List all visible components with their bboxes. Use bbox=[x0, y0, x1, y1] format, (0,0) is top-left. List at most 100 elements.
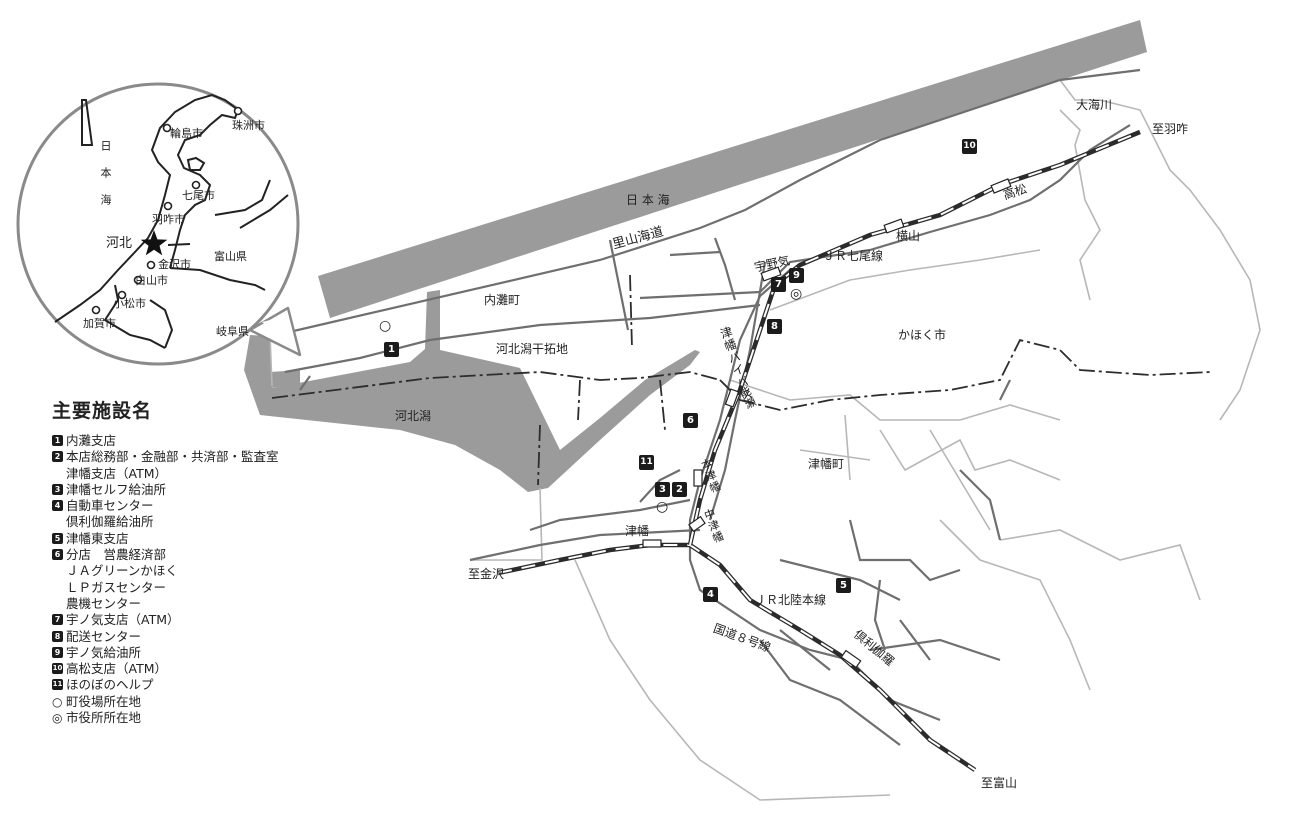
legend-text: 自動車センター倶利伽羅給油所 bbox=[66, 498, 154, 531]
legend-line: 津幡東支店 bbox=[66, 530, 129, 546]
facility-marker-7[interactable]: 7 bbox=[771, 277, 786, 292]
legend-line: 津幡支店（ATM） bbox=[66, 465, 168, 481]
inset-kanazawa-label: 金沢市 bbox=[158, 258, 191, 271]
legend-symbol-text: 市役所所在地 bbox=[66, 710, 142, 726]
tsubata-town-label: 津幡町 bbox=[808, 457, 845, 471]
nanao-line-label: ＪＲ七尾線 bbox=[823, 249, 884, 263]
legend-line: 配送センター bbox=[66, 628, 142, 644]
station-tsubata-label: 津幡 bbox=[625, 524, 650, 538]
legend-badge: 10 bbox=[52, 663, 63, 675]
legend-text: 内灘支店 bbox=[66, 433, 116, 449]
inset-nanao-label: 七尾市 bbox=[182, 189, 215, 202]
inset-hakusan-label: 白山市 bbox=[135, 274, 168, 287]
kahoku-city-label: かほく市 bbox=[898, 328, 947, 342]
legend-line: 自動車センター bbox=[66, 498, 154, 514]
facility-marker-6[interactable]: 6 bbox=[683, 413, 698, 428]
legend-badge: 2 bbox=[52, 451, 63, 463]
legend-symbol-item: ○町役場所在地 bbox=[52, 694, 312, 710]
facility-marker-4[interactable]: 4 bbox=[703, 587, 718, 602]
inset-kahoku-label: 河北 bbox=[106, 236, 133, 251]
legend-text: 宇ノ気支店（ATM） bbox=[66, 612, 180, 628]
facility-marker-3[interactable]: 3 bbox=[655, 482, 670, 497]
legend-line: 農機センター bbox=[66, 595, 142, 611]
legend-line: ほのぼのヘルプ bbox=[66, 677, 154, 693]
legend-line: 内灘支店 bbox=[66, 433, 117, 448]
to-toyama-label: 至富山 bbox=[981, 776, 1018, 790]
facility-marker-2[interactable]: 2 bbox=[672, 482, 687, 497]
town-office-uchinada-symbol: ○ bbox=[379, 318, 392, 334]
facility-marker-5[interactable]: 5 bbox=[836, 578, 851, 593]
legend-badge: 7 bbox=[52, 614, 63, 626]
inset-sea-label: 日本海 bbox=[99, 140, 112, 221]
to-hakui-label: 至羽咋 bbox=[1152, 122, 1189, 136]
legend-line: 宇ノ気給油所 bbox=[66, 644, 142, 660]
kahokugata-label: 河北潟 bbox=[395, 409, 432, 423]
legend-text: 津幡東支店 bbox=[66, 531, 129, 547]
legend-text: ほのぼのヘルプ bbox=[66, 677, 154, 693]
inset-kaga-label: 加賀市 bbox=[83, 317, 116, 330]
uchinada-label: 内灘町 bbox=[484, 293, 521, 307]
legend-symbol-item: ◎市役所所在地 bbox=[52, 710, 312, 726]
inset-komatsu-label: 小松市 bbox=[113, 297, 146, 310]
legend-badge: 4 bbox=[52, 500, 63, 512]
facility-marker-1[interactable]: 1 bbox=[384, 342, 399, 357]
legend-title: 主要施設名 bbox=[52, 400, 153, 422]
inset-coastline bbox=[54, 93, 289, 349]
legend-text: 宇ノ気給油所 bbox=[66, 645, 141, 661]
facility-marker-8[interactable]: 8 bbox=[767, 319, 782, 334]
inset-tail-cover bbox=[262, 316, 296, 350]
onogawa-label: 大海川 bbox=[1076, 98, 1113, 112]
legend-text: 配送センター bbox=[66, 629, 141, 645]
boundaries bbox=[269, 79, 1261, 801]
facility-marker-10[interactable]: 10 bbox=[962, 139, 977, 154]
inset-gifu-label: 岐阜県 bbox=[216, 325, 249, 338]
sea-label: 日 本 海 bbox=[626, 193, 670, 207]
legend-text: 本店総務部・金融部・共済部・監査室津幡支店（ATM） bbox=[66, 449, 279, 482]
legend-symbol: ◎ bbox=[52, 711, 63, 726]
municipal-borders bbox=[271, 274, 1211, 486]
inset-city-dots bbox=[91, 106, 243, 315]
legend-badge: 11 bbox=[52, 679, 63, 691]
station-yokoyama-label: 横山 bbox=[896, 229, 921, 243]
legend-symbol: ○ bbox=[52, 694, 63, 709]
city-office-kahoku-symbol: ◎ bbox=[790, 286, 803, 302]
hokuriku-line-label: ＪＲ北陸本線 bbox=[754, 593, 827, 607]
legend-line: ＪＡグリーンかほく bbox=[66, 563, 178, 579]
legend-line: ＬＰガスセンター bbox=[66, 579, 167, 595]
legend-symbol-text: 町役場所在地 bbox=[66, 693, 142, 709]
kahoku-star-icon bbox=[140, 230, 168, 256]
legend-line: 宇ノ気支店（ATM） bbox=[66, 612, 180, 628]
inset-circle bbox=[16, 82, 300, 366]
kahokugata-kantaku-label: 河北潟干拓地 bbox=[496, 342, 569, 356]
legend-text: 津幡セルフ給油所 bbox=[66, 482, 166, 498]
town-office-tsubata-symbol: ○ bbox=[656, 499, 669, 515]
facility-marker-11[interactable]: 11 bbox=[639, 455, 654, 470]
legend-line: 分店 営農経済部 bbox=[66, 547, 167, 563]
legend-text: 高松支店（ATM） bbox=[66, 661, 167, 677]
to-kanazawa-label: 至金沢 bbox=[468, 567, 505, 581]
legend-line: 高松支店（ATM） bbox=[66, 661, 168, 677]
stations bbox=[642, 178, 1012, 669]
legend-badge: 1 bbox=[52, 435, 63, 446]
lagoon-kahokugata bbox=[244, 290, 700, 492]
inset-toyama-label: 富山県 bbox=[214, 250, 247, 263]
facility-marker-9[interactable]: 9 bbox=[789, 268, 804, 283]
inset-suzu-label: 珠洲市 bbox=[232, 119, 265, 132]
lagoon-shore bbox=[270, 370, 300, 388]
inset-wajima-label: 輪島市 bbox=[170, 127, 203, 140]
legend-badge: 5 bbox=[52, 532, 63, 544]
